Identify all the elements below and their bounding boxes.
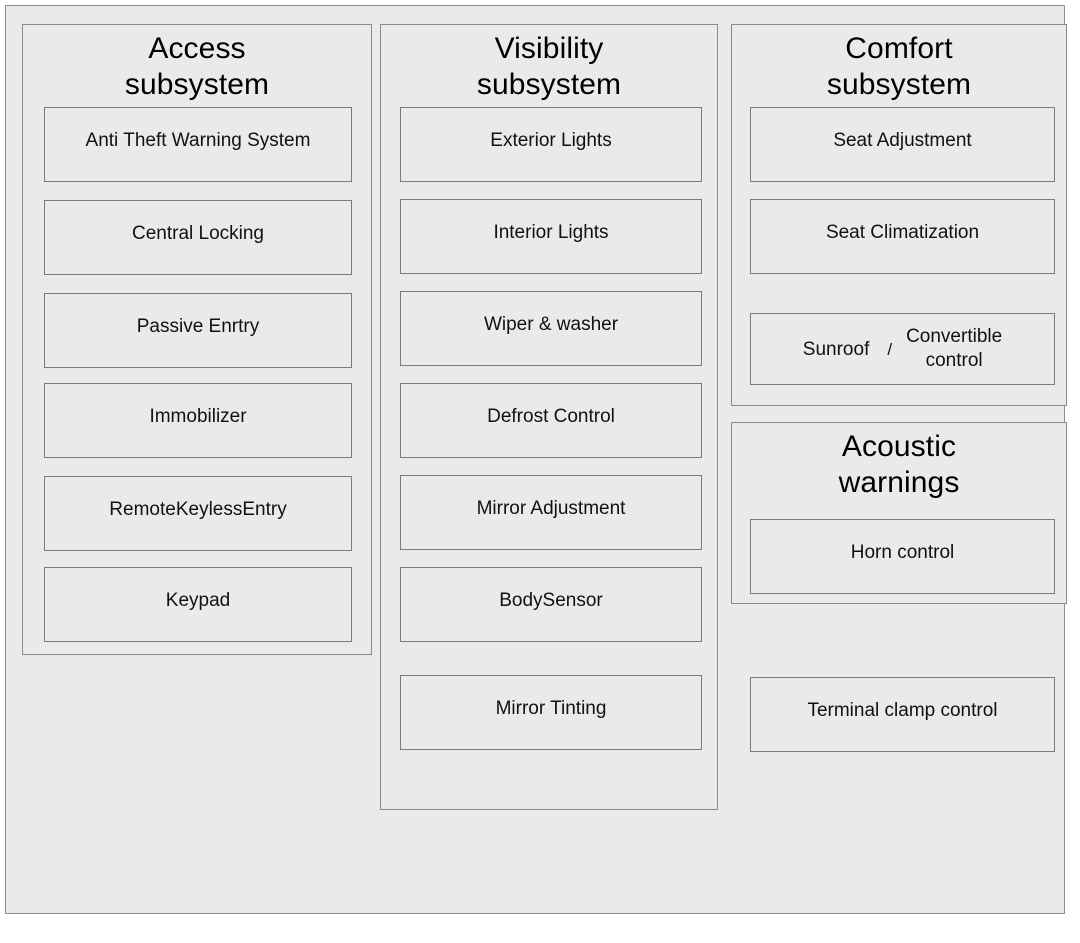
feature-seat-climatization[interactable]: Seat Climatization: [750, 199, 1055, 274]
feature-body-sensor[interactable]: BodySensor: [400, 567, 702, 642]
convertible-control-line2: control: [925, 350, 983, 371]
feature-remote-keyless-entry[interactable]: RemoteKeylessEntry: [44, 476, 352, 551]
feature-seat-adjustment[interactable]: Seat Adjustment: [750, 107, 1055, 182]
sunroof-label: Sunroof: [802, 338, 870, 360]
feature-keypad[interactable]: Keypad: [44, 567, 352, 642]
feature-label: Mirror Adjustment: [476, 498, 626, 519]
panel-access-title-line1: Access: [148, 32, 246, 65]
feature-label: Seat Adjustment: [833, 130, 972, 151]
panel-visibility-title: Visibility subsystem: [381, 31, 717, 103]
panel-visibility-title-line1: Visibility: [494, 32, 604, 65]
feature-label: Interior Lights: [493, 222, 609, 243]
feature-immobilizer[interactable]: Immobilizer: [44, 383, 352, 458]
feature-terminal-clamp-control[interactable]: Terminal clamp control: [750, 677, 1055, 752]
feature-defrost-control[interactable]: Defrost Control: [400, 383, 702, 458]
feature-horn-control[interactable]: Horn control: [750, 519, 1055, 594]
panel-access-subsystem[interactable]: Access subsystem Anti Theft Warning Syst…: [22, 24, 372, 655]
panel-comfort-subsystem[interactable]: Comfort subsystem Seat Adjustment Seat C…: [731, 24, 1067, 406]
convertible-control-line1: Convertible: [906, 326, 1003, 347]
feature-label: BodySensor: [499, 590, 603, 611]
feature-label: Terminal clamp control: [807, 700, 998, 721]
panel-acoustic-warnings[interactable]: Acoustic warnings Horn control: [731, 422, 1067, 604]
feature-central-locking[interactable]: Central Locking: [44, 200, 352, 275]
convertible-control-label: Convertible control: [906, 325, 1002, 373]
slash-separator: /: [887, 339, 893, 359]
panel-acoustic-title-line2: warnings: [838, 466, 960, 499]
panel-access-title-line2: subsystem: [124, 68, 270, 101]
panel-acoustic-title-line1: Acoustic: [841, 430, 957, 463]
panel-comfort-title-line1: Comfort: [845, 32, 953, 65]
panel-visibility-subsystem[interactable]: Visibility subsystem Exterior Lights Int…: [380, 24, 718, 810]
feature-mirror-tinting[interactable]: Mirror Tinting: [400, 675, 702, 750]
panel-acoustic-title: Acoustic warnings: [732, 429, 1066, 501]
feature-label: Exterior Lights: [490, 130, 612, 151]
feature-sunroof-convertible-control[interactable]: Sunroof / Convertible control: [750, 313, 1055, 385]
panel-visibility-title-line2: subsystem: [476, 68, 622, 101]
feature-label: Anti Theft Warning System: [85, 130, 311, 151]
feature-label: Passive Enrtry: [136, 316, 260, 337]
feature-label: Immobilizer: [149, 406, 247, 427]
feature-label: Keypad: [165, 590, 231, 611]
feature-label: Horn control: [850, 542, 955, 563]
panel-access-title: Access subsystem: [23, 31, 371, 103]
feature-label: Defrost Control: [487, 406, 615, 427]
feature-exterior-lights[interactable]: Exterior Lights: [400, 107, 702, 182]
feature-interior-lights[interactable]: Interior Lights: [400, 199, 702, 274]
feature-anti-theft-warning-system[interactable]: Anti Theft Warning System: [44, 107, 352, 182]
feature-label: Central Locking: [131, 223, 265, 244]
panel-comfort-title-line2: subsystem: [826, 68, 972, 101]
feature-passive-entry[interactable]: Passive Enrtry: [44, 293, 352, 368]
feature-wiper-and-washer[interactable]: Wiper & washer: [400, 291, 702, 366]
feature-mirror-adjustment[interactable]: Mirror Adjustment: [400, 475, 702, 550]
split-label-group: Sunroof / Convertible control: [751, 325, 1054, 373]
feature-label: Seat Climatization: [825, 222, 980, 243]
feature-label: Wiper & washer: [483, 314, 619, 335]
feature-label: Mirror Tinting: [495, 698, 607, 719]
panel-comfort-title: Comfort subsystem: [732, 31, 1066, 103]
feature-label: RemoteKeylessEntry: [109, 499, 287, 520]
